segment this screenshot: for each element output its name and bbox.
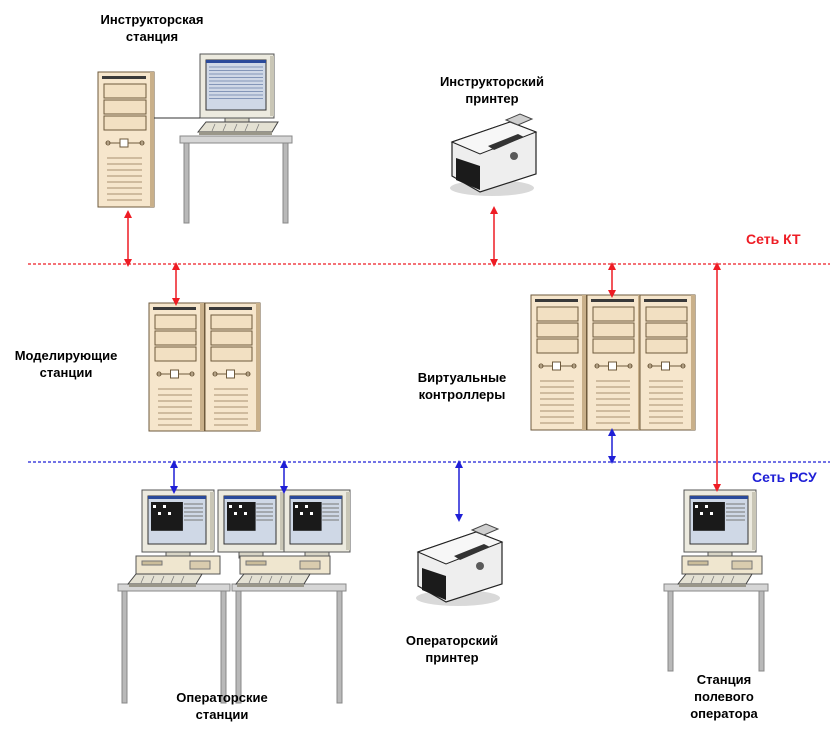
- virtual-controller-tower-2: [586, 294, 643, 431]
- operator-station-2-keyboard: [234, 573, 311, 587]
- operator-station-2-monitor-left: [217, 489, 285, 559]
- field-operator-pc: [681, 555, 763, 575]
- operator-station-1-keyboard: [126, 573, 203, 587]
- instructor-station-keyboard: [196, 121, 279, 135]
- field-operator-keyboard: [676, 573, 753, 587]
- rsu-network-label: Сеть РСУ: [752, 469, 817, 485]
- kt-network-label: Сеть КТ: [746, 231, 801, 247]
- operator-station-2-monitor-right: [283, 489, 351, 559]
- instructor-printer-device: [450, 113, 538, 196]
- modeling-station-tower-1: [148, 302, 205, 432]
- operator-desk-1: [117, 583, 231, 704]
- instructor-desk: [179, 135, 293, 224]
- field-operator-desk: [663, 583, 769, 672]
- field-operator-monitor: [683, 489, 757, 559]
- instructor-station-tower: [97, 71, 155, 208]
- operator-printer-device: [416, 523, 504, 606]
- virtual-controller-tower-3: [639, 294, 696, 431]
- operator-station-2-pc: [239, 555, 331, 575]
- modeling-station-tower-2: [204, 302, 261, 432]
- operator-station-1-pc: [135, 555, 221, 575]
- operator-station-1-monitor: [141, 489, 215, 559]
- virtual-controller-tower-1: [530, 294, 587, 431]
- operator-desk-2: [231, 583, 347, 704]
- instructor-station-monitor: [199, 53, 275, 125]
